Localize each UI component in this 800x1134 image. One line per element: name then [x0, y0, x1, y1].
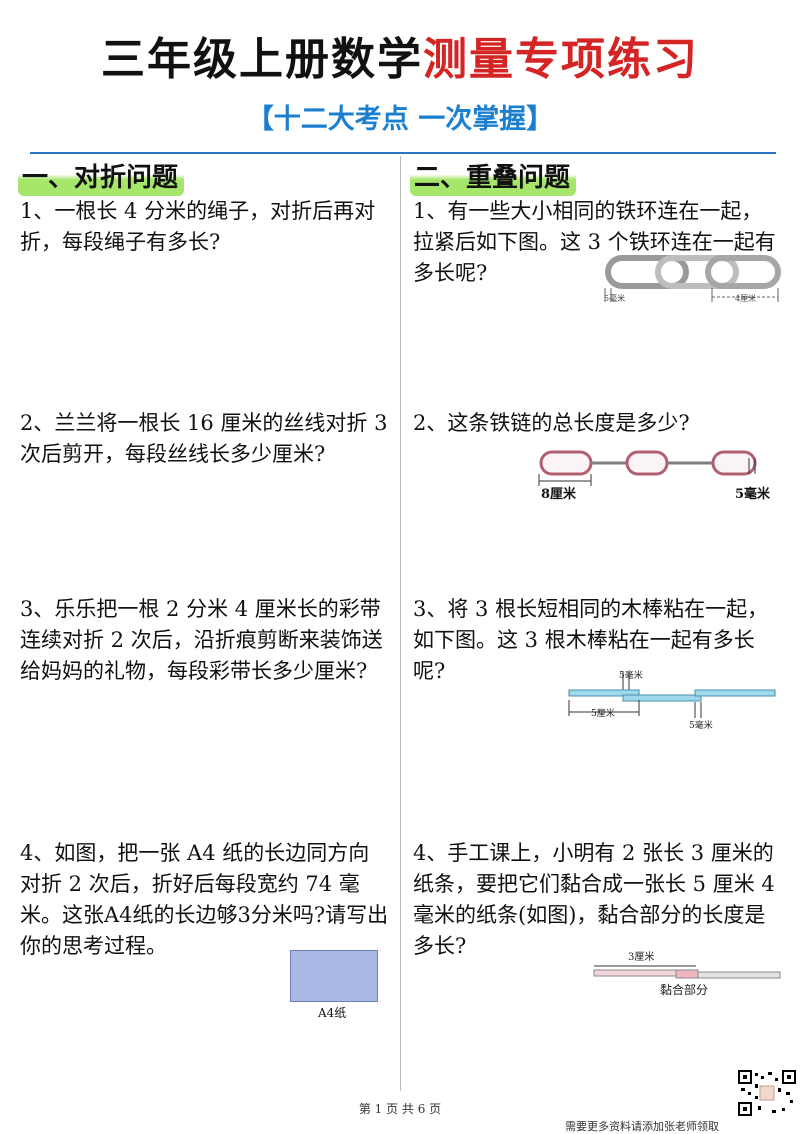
stick-label-top: 5毫米	[619, 669, 643, 681]
a4-paper-figure	[290, 950, 378, 1002]
ring-label-left: 5毫米	[604, 293, 625, 303]
page-subtitle: 【十二大考点 一次掌握】	[246, 104, 554, 135]
chain-label-left: 8厘米	[541, 486, 577, 502]
left-question-1: 1、一根长 4 分米的绳子，对折后再对折，每段绳子有多长?	[20, 199, 376, 254]
page-title: 三年级上册数学测量专项练习	[0, 30, 800, 90]
sticks-figure: 5毫米 5厘米 5毫米	[568, 669, 776, 731]
ring-label-right: 4厘米	[735, 293, 756, 303]
right-question-3: 3、将 3 根长短相同的木棒粘在一起，如下图。这 3 根木棒粘在一起有多长呢?	[413, 597, 769, 683]
page-number: 第 1 页 共 6 页	[358, 1102, 442, 1116]
promo-text: 需要更多资料请添加张老师领取	[565, 1120, 719, 1133]
strip-label-bottom: 黏合部分	[660, 982, 708, 997]
ring-3	[705, 255, 781, 289]
ring-1	[605, 255, 689, 289]
left-question-4: 4、如图，把一张 A4 纸的长边同方向对折 2 次后，折好后每段宽约 74 毫米…	[20, 841, 389, 958]
stick-label-left: 5厘米	[591, 707, 615, 719]
strip-label-top: 3厘米	[628, 950, 654, 963]
chain-label-right: 5毫米	[735, 486, 771, 502]
title-black: 三年级上册数学	[101, 34, 423, 85]
section-title-overlap: 二、重叠问题	[410, 160, 577, 196]
left-question-3: 3、乐乐把一根 2 分米 4 厘米长的彩带连续对折 2 次后，沿折痕剪断来装饰送…	[20, 597, 383, 683]
right-question-2: 2、这条铁链的总长度是多少?	[413, 411, 690, 435]
iron-rings-figure: 5毫米 4厘米	[604, 255, 781, 303]
left-question-2: 2、兰兰将一根长 16 厘米的丝线对折 3 次后剪开，每段丝线长多少厘米?	[20, 411, 388, 466]
stick-label-right: 5毫米	[689, 719, 713, 731]
right-question-1: 1、有一些大小相同的铁环连在一起，拉紧后如下图。这 3 个铁环连在一起有多长呢?	[413, 199, 776, 285]
chain-figure: 8厘米 5毫米	[538, 450, 771, 502]
section-title-folding: 一、对折问题	[18, 160, 185, 196]
title-red: 测量专项练习	[423, 34, 699, 85]
column-divider	[400, 156, 401, 1091]
paper-strips-figure: 3厘米 黏合部分	[593, 950, 781, 997]
header-rule	[30, 152, 776, 154]
right-question-4: 4、手工课上，小明有 2 张长 3 厘米的纸条，要把它们黏合成一张长 5 厘米 …	[413, 841, 775, 958]
qr-code-icon	[738, 1070, 796, 1116]
ring-2	[655, 255, 739, 289]
a4-paper-label: A4纸	[318, 1006, 347, 1020]
